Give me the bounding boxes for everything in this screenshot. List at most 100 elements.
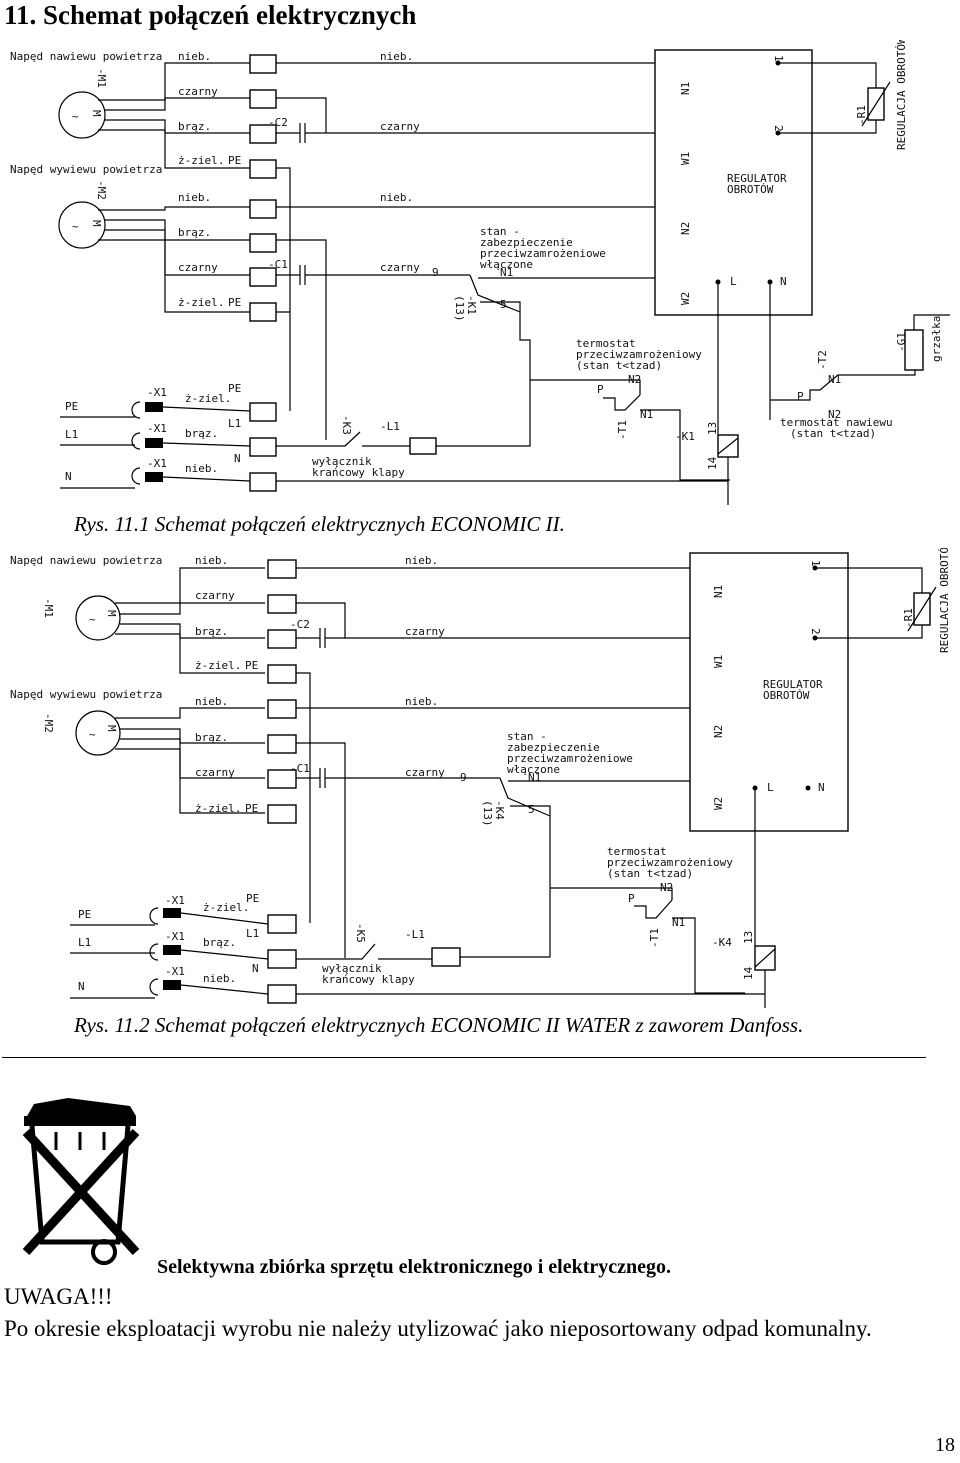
diagram-label: -K4 [493, 800, 506, 820]
diagram-label: (13) [481, 800, 494, 827]
diagram-label: -K1 [465, 295, 478, 315]
diagram-label: nieb. [178, 50, 211, 63]
diagram-label: -G1 [895, 332, 908, 352]
diagram-label: W1 [712, 655, 725, 668]
diagram-label: -T2 [816, 350, 829, 370]
diagram-label: N2 [628, 373, 641, 386]
diagram-label: 14 [706, 456, 719, 470]
diagram-label: brąz. [195, 625, 228, 638]
diagram-label: przeciwzamrożeniowe [507, 752, 633, 765]
diagram-label: czarny [195, 766, 235, 779]
diagram-label: -M1 [95, 68, 108, 88]
diagram-label: PE [245, 659, 258, 672]
diagram-label: 13 [742, 931, 755, 944]
diagram-label: 1 [809, 560, 822, 567]
diagram-label: -K1 [675, 430, 695, 443]
diagram-label: N1 [672, 916, 685, 929]
diagram-label: czarny [178, 85, 218, 98]
recycling-note: Selektywna zbiórka sprzętu elektroniczne… [157, 1256, 671, 1278]
diagram-label: brąz. [195, 731, 228, 744]
diagram-label: krańcowy klapy [312, 466, 405, 479]
diagram-label: W2 [712, 797, 725, 810]
diagram-label: N [818, 781, 825, 794]
diagram-label: brąz. [178, 120, 211, 133]
diagram-label: 14 [742, 966, 755, 980]
diagram-label: 1 [772, 55, 785, 62]
diagram-label: krańcowy klapy [322, 973, 415, 986]
diagram-label: N1 [640, 408, 653, 421]
diagram-label: PE [245, 802, 258, 815]
diagram-label: REGULATOR [727, 172, 787, 185]
diagram-label: N [78, 980, 85, 993]
diagram-label: L [730, 275, 737, 288]
diagram-label: REGULACJA OBROTÓW [895, 40, 908, 150]
diagram-label: 13 [706, 422, 719, 435]
diagram-label: -M2 [42, 713, 55, 733]
motor-m2-symbol [58, 201, 106, 249]
diagram-label: W1 [679, 152, 692, 165]
diagram-label: termostat [576, 337, 636, 350]
page-title: 11. Schemat połączeń elektrycznych [4, 0, 417, 30]
diagram-label: N [65, 470, 72, 483]
diagram-label: Napęd nawiewu powietrza [10, 554, 162, 567]
diagram-label: -R1 [902, 608, 915, 628]
diagram-label: N [252, 962, 259, 975]
motor-m1-symbol [58, 91, 106, 139]
diagram-label: M [90, 110, 103, 117]
diagram-label: N [780, 275, 787, 288]
figure-caption-2: Rys. 11.2 Schemat połączeń elektrycznych… [74, 1013, 804, 1037]
diagram-label: N1 [828, 373, 841, 386]
diagram-label: ~ [89, 613, 96, 626]
diagram-label: nieb. [405, 695, 438, 708]
diagram-label: ż-ziel. [203, 901, 249, 914]
diagram-label: -C2 [290, 618, 310, 631]
diagram-label: 2 [772, 125, 785, 132]
diagram-label: ~ [89, 728, 96, 741]
speed-regulator-box [654, 49, 813, 316]
diagram-label: przeciwzamrożeniowe [480, 247, 606, 260]
diagram-label: N1 [500, 266, 513, 279]
diagram-label: REGULACJA OBROTÓW [938, 548, 951, 653]
diagram-label: nieb. [178, 191, 211, 204]
diagram-label: czarny [405, 766, 445, 779]
diagram-label: PE [78, 908, 91, 921]
diagram-label: N [234, 452, 241, 465]
disposal-warning-text: Po okresie eksploatacji wyrobu nie należ… [4, 1316, 872, 1341]
diagram-label: P [597, 383, 604, 396]
diagram-label: -X1 [165, 930, 185, 943]
diagram-label: brąz. [178, 226, 211, 239]
diagram-label: (stan t<tzad) [607, 867, 693, 880]
diagram-label: 9 [432, 266, 439, 279]
diagram-label: włączone [480, 258, 533, 271]
section-divider [2, 1057, 926, 1058]
diagram-label: -X1 [165, 894, 185, 907]
diagram-label: P [797, 390, 804, 403]
diagram-label: ż-ziel. [195, 659, 241, 672]
diagram-label: -R1 [855, 105, 868, 125]
diagram-label: Napęd wywiewu powietrza [10, 688, 162, 701]
diagram-label: nieb. [195, 695, 228, 708]
diagram-label: M [105, 725, 118, 732]
diagram-label: P [628, 892, 635, 905]
diagram-label: N2 [679, 222, 692, 235]
diagram-label: N2 [828, 408, 841, 421]
diagram-label: 5 [528, 803, 535, 816]
warning-heading: UWAGA!!! [4, 1284, 113, 1309]
diagram-label: termostat nawiewu [780, 416, 893, 429]
diagram-label: N2 [712, 725, 725, 738]
diagram-label: -C1 [290, 762, 310, 775]
diagram-label: ~ [72, 220, 79, 233]
diagram-label: ż-ziel. [195, 802, 241, 815]
diagram-label: 2 [809, 628, 822, 635]
diagram-label: przeciwzamrożeniowy [607, 856, 733, 869]
diagram-label: zabezpieczenie [480, 236, 573, 249]
diagram-label: -X1 [147, 457, 167, 470]
diagram-label: wyłącznik [322, 962, 382, 975]
diagram-label: nieb. [203, 972, 236, 985]
wiring-diagram-economic-ii-water: Napęd nawiewu powietrza Napęd wywiewu po… [10, 548, 951, 1008]
diagram-label: -M1 [42, 598, 55, 618]
diagram-label: -X1 [165, 965, 185, 978]
crossed-out-wheelie-bin-icon [22, 1098, 140, 1265]
diagram-label: włączone [507, 763, 560, 776]
diagram-label: -K5 [354, 923, 367, 943]
